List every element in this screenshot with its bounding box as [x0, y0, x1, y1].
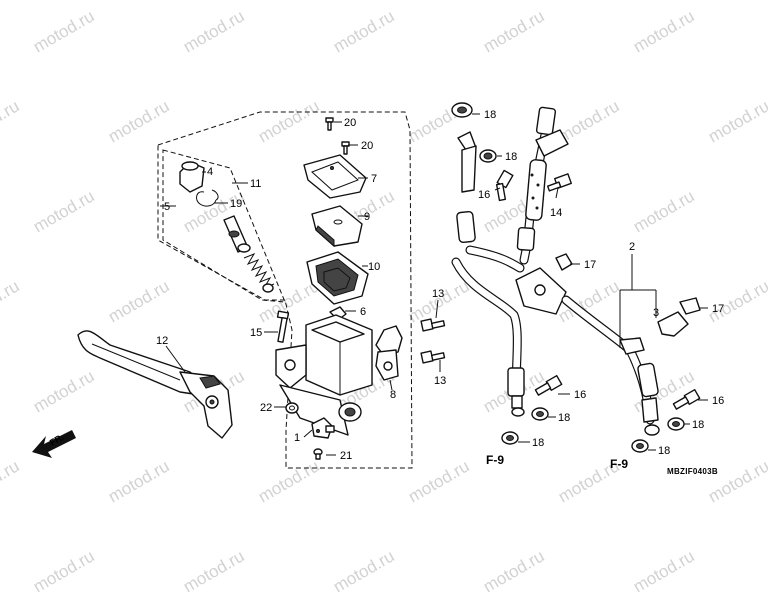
callout-19: 19: [230, 198, 242, 210]
callout-20-upper: 20: [344, 117, 356, 129]
callout-17-left: 17: [584, 259, 596, 271]
grommet-17-right: [679, 297, 701, 315]
brake-light-switch: [311, 417, 335, 439]
callout-3: 3: [653, 307, 659, 319]
banjo-hose-end: [456, 131, 477, 244]
screw-21: [313, 448, 323, 460]
section-ref-right: F-9: [610, 457, 628, 471]
callout-12: 12: [156, 335, 168, 347]
diaphragm: [306, 251, 369, 305]
bolt-20-upper: [325, 117, 334, 131]
right-brake-hose: [561, 295, 660, 436]
piston: [223, 215, 251, 253]
washer-18-mid: [479, 149, 497, 163]
callout-18-right: 18: [692, 419, 704, 431]
callout-2: 2: [629, 241, 635, 253]
direction-label: FR.: [48, 432, 66, 448]
callout-21: 21: [340, 450, 352, 462]
callout-15: 15: [250, 327, 262, 339]
master-cylinder-body: [275, 314, 373, 436]
callout-10: 10: [368, 261, 380, 273]
left-brake-hose: [451, 245, 525, 417]
holder-8: [375, 325, 403, 381]
callout-18-left-b: 18: [532, 437, 544, 449]
callout-22: 22: [260, 402, 272, 414]
callout-16-left: 16: [574, 389, 586, 401]
washer-18-left-a: [531, 407, 549, 421]
callout-13-upper: 13: [432, 288, 444, 300]
callout-9: 9: [364, 211, 370, 223]
diagram-svg: 20 20 7 9 10 6 4 19 11 5 12 15 22 1 21 8…: [32, 102, 724, 476]
bolt-13-upper: [420, 318, 446, 332]
front-direction-arrow: [32, 430, 76, 458]
callout-1: 1: [294, 432, 300, 444]
callout-16-right: 16: [712, 395, 724, 407]
upper-joint-bolt-16: [495, 169, 514, 202]
callout-18-right-b: 18: [658, 445, 670, 457]
circlip-19: [196, 189, 219, 207]
callout-13-lower: 13: [434, 375, 446, 387]
callout-16-upper: 16: [478, 189, 490, 201]
callout-8: 8: [390, 389, 396, 401]
hose-clamp-17-left: [555, 253, 573, 271]
leader-lines: [160, 113, 708, 456]
washer-18-top: [451, 102, 473, 118]
clamp-3: [657, 311, 689, 337]
callout-17-right: 17: [712, 303, 724, 315]
hose-joint-3way: [515, 267, 567, 315]
piston-kit-frame: [162, 149, 286, 303]
bolt-15: [276, 310, 290, 343]
bolt-13-lower: [420, 350, 446, 364]
reservoir-cap: [303, 154, 367, 199]
callout-4: 4: [207, 166, 213, 178]
boot-4: [179, 161, 205, 193]
section-ref-left: F-9: [486, 453, 504, 467]
spring: [243, 252, 275, 293]
callout-6: 6: [360, 306, 366, 318]
diaphragm-plate: [311, 205, 363, 248]
callout-14: 14: [550, 207, 562, 219]
bolt-22: [285, 402, 299, 414]
bolt-20-lower: [341, 141, 350, 155]
callout-11: 11: [250, 178, 261, 190]
diagram-code: MBZIF0403B: [667, 467, 718, 476]
bolt-14: [546, 173, 572, 192]
bolt-16-left: [534, 374, 563, 396]
callout-18-left-a: 18: [558, 412, 570, 424]
washer-18-right-b: [631, 439, 649, 453]
callout-20-lower: 20: [361, 140, 373, 152]
washer-18-right-a: [667, 417, 685, 431]
bolt-16-right: [672, 388, 701, 410]
brake-lever: [77, 330, 233, 439]
callout-7: 7: [371, 173, 377, 185]
washer-18-left-b: [501, 431, 519, 445]
callout-18-top: 18: [484, 109, 496, 121]
callout-18-mid: 18: [505, 151, 517, 163]
callout-5: 5: [164, 201, 170, 213]
upper-brake-hose: [516, 106, 569, 265]
master-cylinder-assembly-frame: [157, 111, 413, 469]
